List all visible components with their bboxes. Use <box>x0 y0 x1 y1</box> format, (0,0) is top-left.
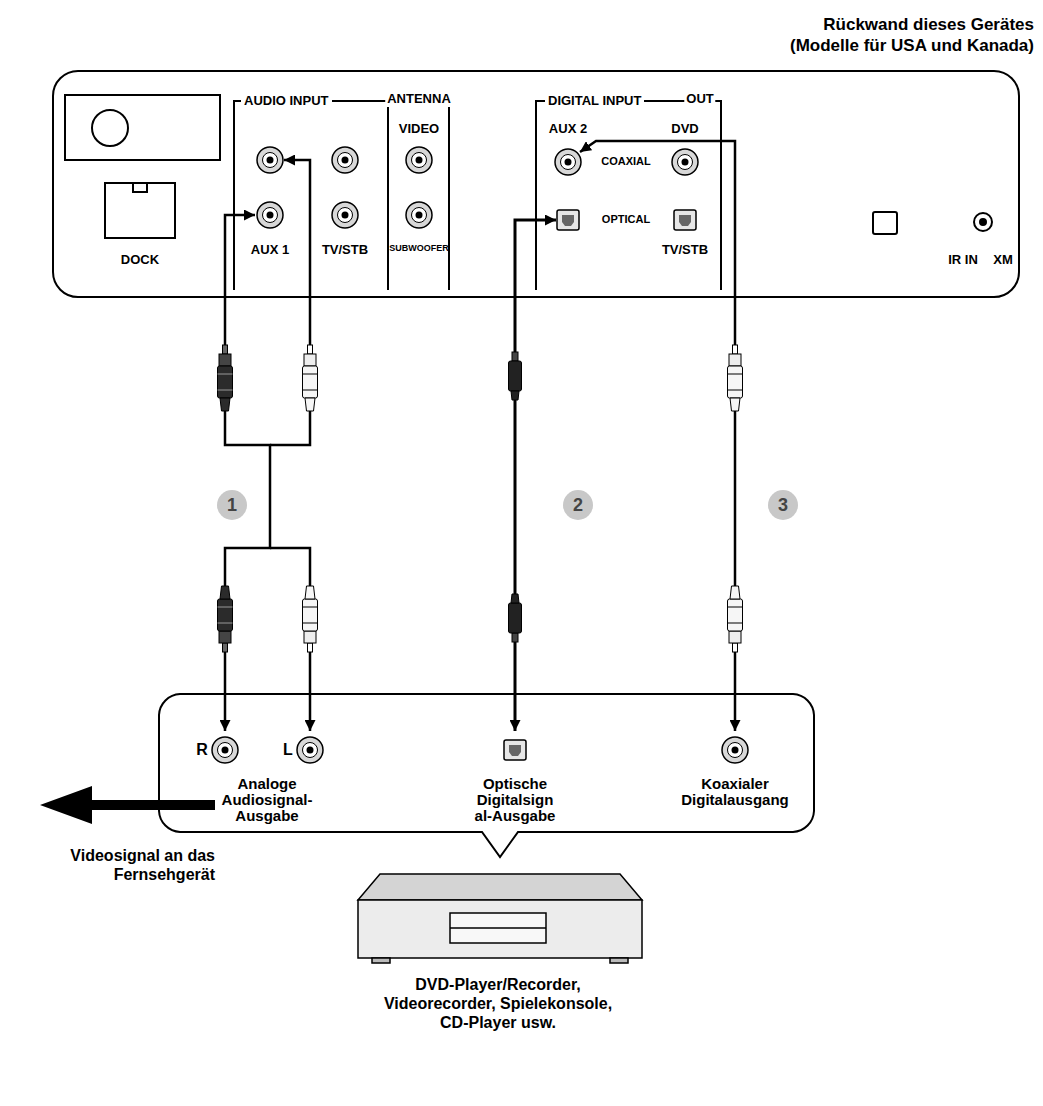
port-label: VIDEO <box>399 121 439 136</box>
channel-label: L <box>283 741 293 759</box>
group-heading: DIGITAL INPUT <box>545 93 644 109</box>
panel-heading: Rückwand dieses Gerätes (Modelle für USA… <box>772 14 1034 56</box>
port-label: TV/STB <box>322 242 368 257</box>
callout-number: 1 <box>217 490 247 520</box>
device-illustration <box>358 874 642 963</box>
channel-label: R <box>196 741 208 759</box>
output-label: Koaxialer Digitalausgang <box>673 776 797 808</box>
cable-connector <box>225 215 270 731</box>
source-outline <box>159 694 814 857</box>
port-label: SUBWOOFER <box>389 243 449 254</box>
group-heading: AUDIO INPUT <box>241 93 332 109</box>
port-label: OPTICAL <box>602 213 650 226</box>
port-label: IR IN <box>948 252 978 267</box>
callout-number: 2 <box>563 490 593 520</box>
callout-number: 3 <box>768 490 798 520</box>
output-label: Analoge Audiosignal-Ausgabe <box>211 776 323 824</box>
section-heading: ANTENNA <box>385 91 453 107</box>
cable-connector <box>580 141 735 731</box>
port-label: XM <box>993 252 1013 267</box>
jack-symbols <box>212 147 748 763</box>
port-label: TV/STB <box>662 242 708 257</box>
port-label: COAXIAL <box>601 155 651 168</box>
video-note: Videosignal an das Fernsehgerät <box>15 846 215 884</box>
output-label: Optische Digitalsign al-Ausgabe <box>467 776 563 824</box>
panel-details <box>65 95 992 290</box>
port-label: DVD <box>671 121 698 136</box>
port-label: AUX 2 <box>549 121 587 136</box>
port-label: AUX 1 <box>251 242 289 257</box>
video-arrow <box>40 786 215 824</box>
source-device-panel: Analoge Audiosignal-Ausgabe Optische Digi… <box>158 693 815 833</box>
section-heading: OUT <box>684 91 715 107</box>
cable-plugs <box>218 345 743 652</box>
rear-panel: AUDIO INPUTDIGITAL INPUTRückwand dieses … <box>52 70 1020 298</box>
port-label: DOCK <box>121 252 159 267</box>
device-caption: DVD-Player/Recorder, Videorecorder, Spie… <box>373 975 623 1032</box>
